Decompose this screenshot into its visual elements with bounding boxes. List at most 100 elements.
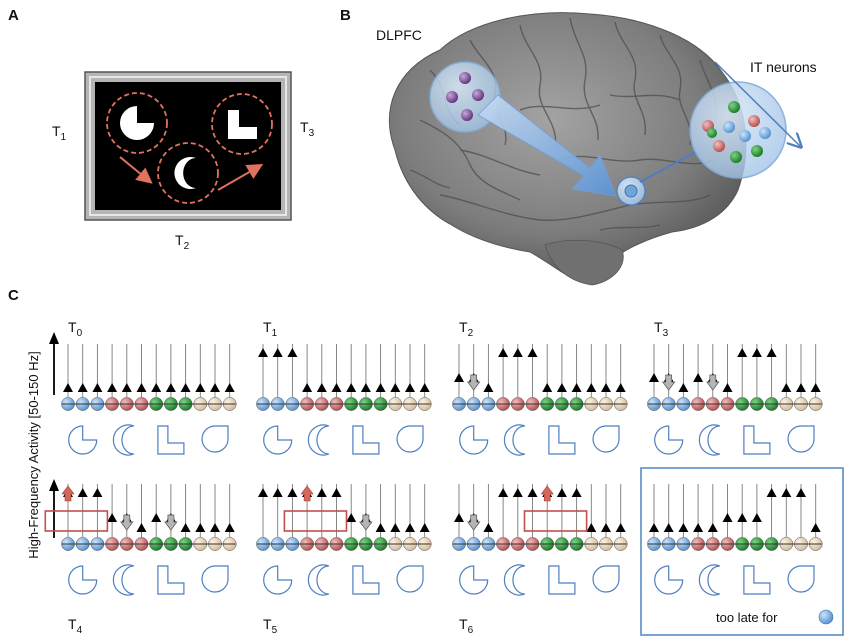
timepoint-label: T3 [654,319,669,339]
crescent-stimulus-outline-icon [112,564,135,596]
activity-level-marker [678,523,689,532]
crescent-stimulus-outline-icon [307,564,330,596]
activity-level-marker [360,383,371,392]
stimulus-monitor-bezel [89,76,287,216]
activity-level-marker [419,383,430,392]
crescent-stimulus-outline-icon [503,564,526,596]
activity-level-marker [136,383,147,392]
dlpfc-neuron [459,72,471,84]
saccade-arrow-1 [119,156,153,184]
activity-level-marker [121,383,132,392]
fixation-circle-t3 [211,93,273,155]
it-target-core [624,184,638,198]
timepoint-label: T1 [263,319,278,339]
activity-level-marker [92,383,103,392]
activity-level-marker [272,348,283,357]
suppression-arrow-icon [467,514,481,531]
panel-a: A T1 T2 T3 [8,7,315,252]
it-neurons-label: IT neurons [750,59,817,75]
highlight-box [523,510,588,532]
dlpfc-neuron [472,89,484,101]
timepoint-label: T6 [459,616,474,636]
activity-level-marker [527,488,538,497]
crescent-stimulus-outline-icon [503,424,526,456]
dlpfc-label: DLPFC [376,27,422,43]
activity-level-marker [419,523,430,532]
suppression-arrow-icon [164,514,178,531]
crescent-stimulus-outline-icon [307,424,330,456]
activity-level-marker [390,383,401,392]
activity-level-marker [693,373,704,382]
activity-level-marker [766,348,777,357]
l-shape-stimulus-icon [228,110,257,139]
activity-level-marker [316,488,327,497]
l-shape-stimulus-outline-icon [157,425,185,455]
y-axis-label: High-Frequency Activity [50-150 Hz] [26,351,41,558]
panel-c-letter: C [8,287,19,304]
activity-level-marker [483,383,494,392]
pacman-stimulus-outline-icon [68,425,98,455]
activity-level-marker [737,513,748,522]
panel-b: B [340,7,817,286]
activity-level-marker [224,383,235,392]
activity-level-marker [751,513,762,522]
y-axis-arrowhead-bottom [49,479,59,491]
activity-level-marker [556,488,567,497]
panel-c: C High-Frequency Activity [50-150 Hz] T0… [8,287,844,636]
timepoint-panel: T5 [256,484,432,636]
crescent-stimulus-outline-icon [112,424,135,456]
activity-level-marker [77,383,88,392]
activity-level-marker [316,383,327,392]
activity-level-marker [781,383,792,392]
activity-level-marker [287,488,298,497]
activity-level-marker [331,383,342,392]
activity-level-marker [810,523,821,532]
activity-level-marker [272,488,283,497]
activity-level-marker [405,523,415,532]
l-shape-stimulus-outline-icon [548,425,576,455]
enhancement-arrow-icon [540,485,554,502]
it-neuron-population [702,101,771,163]
highlight-box [44,510,109,532]
activity-level-marker [287,348,298,357]
activity-level-marker [331,488,342,497]
activity-level-marker [512,488,523,497]
activity-level-marker [766,488,777,497]
timepoint-panel: T1 [256,319,432,456]
stimulus-monitor-screen [95,82,281,210]
activity-level-marker [737,348,748,357]
pacman-stimulus-icon [120,106,154,140]
activity-level-marker [195,383,206,392]
activity-level-marker [346,513,357,522]
legend-blue-neuron-icon [818,609,834,625]
timepoint-label: T0 [68,319,83,339]
activity-level-marker [375,383,386,392]
activity-level-marker [405,383,415,392]
activity-level-marker [210,383,220,392]
activity-level-marker [663,523,674,532]
activity-level-marker [375,523,386,532]
suppression-arrow-icon [467,374,481,391]
dlpfc-neuron [446,91,458,103]
activity-level-marker [810,383,821,392]
activity-level-marker [678,383,689,392]
dlpfc-neuron [461,109,473,121]
activity-level-marker [454,373,464,382]
timepoint-panel [647,484,823,596]
activity-level-marker [615,523,626,532]
l-shape-stimulus-outline-icon [743,425,771,455]
activity-level-marker [556,383,567,392]
activity-level-marker [224,523,235,532]
dlpfc-to-it-arrow [477,94,617,197]
crescent-stimulus-outline-icon [698,564,721,596]
activity-level-marker [390,523,401,532]
timepoint-label: T5 [263,616,278,636]
crescent-stimulus-icon [174,156,196,189]
activity-level-marker [107,383,118,392]
timepoint-panel: T4 [44,484,237,636]
activity-level-marker [571,383,582,392]
l-shape-stimulus-outline-icon [157,565,185,595]
activity-level-marker [136,523,147,532]
activity-level-marker [722,383,733,392]
